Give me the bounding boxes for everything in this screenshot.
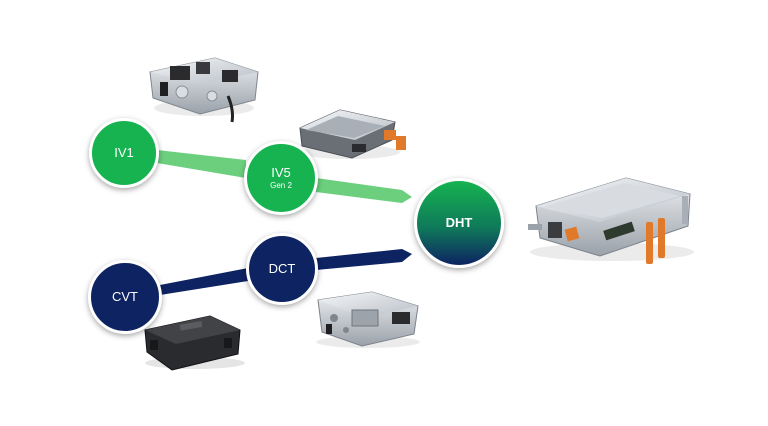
hydraulic-control-module-image [149, 57, 259, 123]
node-iv1: IV1 [89, 118, 159, 188]
node-cvt: CVT [88, 260, 162, 334]
node-dct-label: DCT [268, 261, 296, 276]
node-iv5-label: IV5 [271, 164, 291, 180]
node-cvt-label: CVT [112, 289, 138, 304]
dct-controller-image [316, 291, 420, 348]
cvt-controller-image [144, 315, 245, 371]
green-path-arrow [157, 150, 412, 203]
node-iv5-sublabel: Gen 2 [270, 180, 292, 190]
node-dct: DCT [246, 233, 318, 305]
iv5-controller-image [299, 109, 406, 159]
node-iv5: IV5 Gen 2 [244, 141, 318, 215]
navy-path-arrow [160, 249, 412, 295]
node-dht-label: DHT [445, 215, 473, 230]
node-iv1-label: IV1 [114, 145, 134, 160]
dht-power-electronics-image [528, 177, 694, 264]
node-dht: DHT [414, 178, 504, 268]
